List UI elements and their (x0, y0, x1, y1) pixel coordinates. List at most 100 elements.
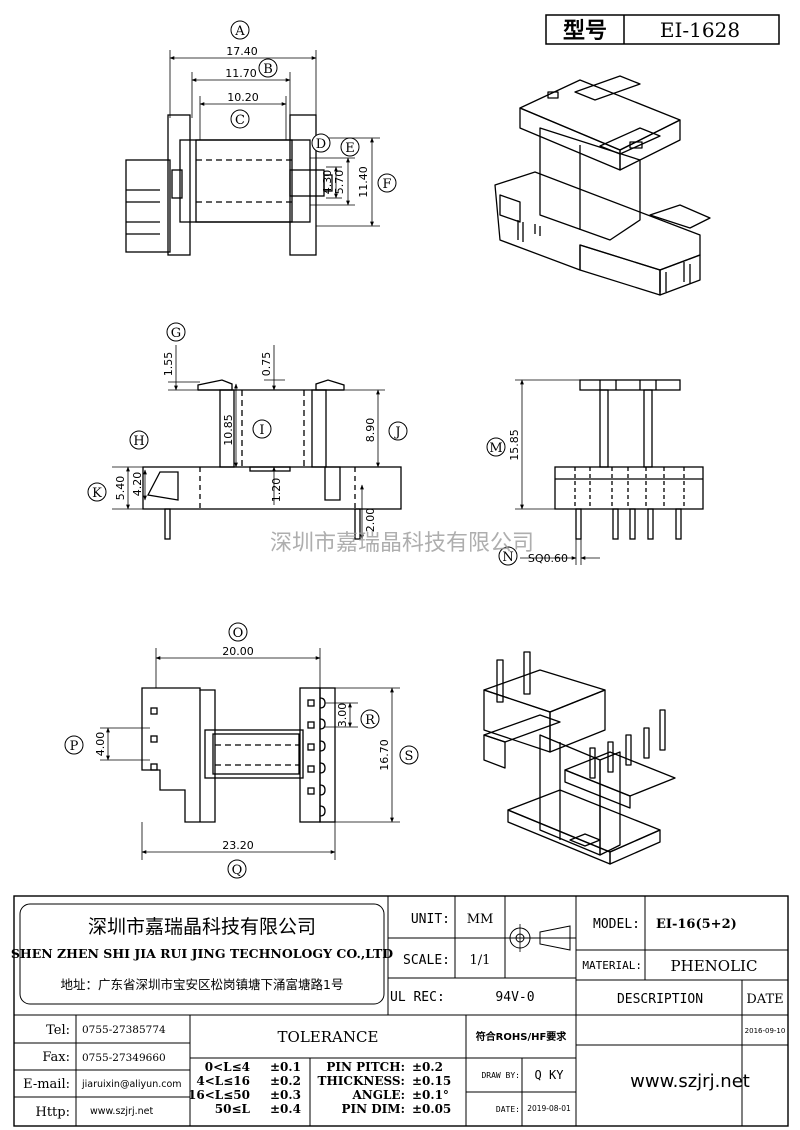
tol-value-1: ±0.1 (270, 1060, 301, 1074)
callout-letter-s: S (405, 749, 414, 764)
dim-b: 11.70 (225, 67, 257, 80)
callout-letter-b: B (263, 62, 273, 77)
callout-circle-d (311, 133, 331, 153)
callout-letter-n: N (502, 550, 513, 565)
callout-circle-r (360, 709, 380, 729)
callout-circle-i (252, 419, 272, 439)
callout-letter-p: P (70, 739, 79, 754)
material-label: MATERIAL: (582, 959, 642, 972)
draw-by-label: DRAW BY: (481, 1071, 520, 1080)
model-label: MODEL: (593, 917, 640, 932)
callout-letter-k: K (92, 486, 102, 501)
callout-letter-d: D (316, 137, 326, 152)
date2-value: 2019-08-01 (527, 1104, 571, 1113)
dim-i: 10.85 (222, 414, 235, 446)
contact-http-label: Http: (36, 1105, 71, 1120)
dim-o: 20.00 (222, 645, 254, 658)
dim-pin-base: 1.20 (270, 478, 283, 503)
company-name-cn: 深圳市嘉瑞晶科技有限公司 (88, 916, 316, 938)
company-address: 地址：广东省深圳市宝安区松岗镇塘下涌富塘路1号 (61, 977, 344, 992)
dim-n: SQ0.60 (528, 552, 568, 565)
tol-spec-4: PIN DIM: (341, 1102, 405, 1116)
dim-e: 5.70 (333, 170, 346, 195)
callout-letter-h: H (133, 434, 144, 449)
dim-k: 5.40 (114, 476, 127, 501)
tol-spec-2: THICKNESS: (318, 1074, 405, 1088)
callout-letter-c: C (235, 113, 245, 128)
callout-letter-r: R (365, 713, 376, 728)
contact-tel-label: Tel: (46, 1023, 70, 1038)
tol-value-3: ±0.3 (270, 1088, 301, 1102)
unit-label: UNIT: (411, 912, 450, 927)
tol-spec-3: ANGLE: (351, 1088, 405, 1102)
callout-circle-g (166, 322, 186, 342)
callout-letter-f: F (382, 177, 391, 192)
side-view (515, 379, 704, 565)
contact-fax-label: Fax: (42, 1050, 70, 1065)
scale-value: 1/1 (470, 953, 491, 968)
callout-circle-m (486, 437, 506, 457)
callout-letter-q: Q (232, 863, 243, 878)
contact-email-label: E-mail: (23, 1077, 70, 1092)
dim-g2: 0.75 (260, 352, 273, 377)
callout-circle-a (230, 20, 250, 40)
tol-range-3: 16<L≤50 (188, 1088, 250, 1102)
contact-email-value: jiaruixin@aliyun.com (81, 1079, 182, 1090)
callout-circle-n (498, 546, 518, 566)
contact-fax-value: 0755-27349660 (82, 1052, 166, 1064)
dim-s: 16.70 (378, 739, 391, 771)
tol-spec-value-3: ±0.1° (412, 1088, 449, 1102)
dim-pin-len: 2.00 (364, 508, 377, 533)
callout-letter-a: A (234, 24, 245, 39)
callout-circle-j (388, 421, 408, 441)
callout-letter-e: E (345, 141, 355, 156)
dim-f: 11.40 (357, 166, 370, 198)
dim-a: 17.40 (226, 45, 258, 58)
top-view (125, 50, 380, 256)
tol-spec-1: PIN PITCH: (326, 1060, 405, 1074)
isometric-view-top (494, 75, 711, 296)
callout-circle-q (227, 859, 247, 879)
date-label: DATE (746, 992, 783, 1007)
tol-range-1: 0<L≤4 (205, 1060, 250, 1074)
callout-circle-b (258, 58, 278, 78)
dim-j: 8.90 (364, 418, 377, 443)
model-header-value: EI-1628 (660, 18, 740, 42)
callout-letter-o: O (233, 626, 244, 641)
dim-h: 4.20 (131, 472, 144, 497)
tol-spec-value-2: ±0.15 (412, 1074, 451, 1088)
scale-label: SCALE: (403, 953, 450, 968)
callout-circle-o (228, 622, 248, 642)
description-label: DESCRIPTION (617, 992, 703, 1007)
callout-letter-j: J (393, 425, 400, 440)
model-value: EI-16(5+2) (656, 917, 737, 932)
ul-rec-label: UL REC: (390, 990, 445, 1005)
website-watermark: www.szjrj.net (630, 1071, 750, 1092)
callout-circle-k (87, 482, 107, 502)
tol-spec-value-4: ±0.05 (412, 1102, 451, 1116)
title-block: 深圳市嘉瑞晶科技有限公司 SHEN ZHEN SHI JIA RUI JING … (11, 895, 789, 1127)
tol-range-2: 4<L≤16 (196, 1074, 250, 1088)
dim-c: 10.20 (227, 91, 259, 104)
dim-q: 23.20 (222, 839, 254, 852)
ul-rec-value: 94V-0 (495, 990, 534, 1005)
tol-value-2: ±0.2 (270, 1074, 301, 1088)
unit-value: MM (467, 912, 494, 927)
callout-circle-h (129, 430, 149, 450)
callout-circle-f (377, 173, 397, 193)
watermark: 深圳市嘉瑞晶科技有限公司 (270, 531, 534, 556)
tolerance-title: TOLERANCE (278, 1028, 379, 1046)
draw-by-value: Q KY (535, 1068, 565, 1082)
bottom-view (100, 648, 400, 860)
dim-p: 4.00 (94, 732, 107, 757)
callout-letter-i: I (259, 423, 264, 438)
dim-m: 15.85 (508, 429, 521, 461)
dim-d: 4.30 (321, 170, 334, 195)
date-value: 2016-09-10 (745, 1027, 786, 1035)
material-value: PHENOLIC (671, 957, 758, 975)
callout-circle-p (64, 735, 84, 755)
callout-letter-m: M (489, 441, 502, 456)
tol-range-4: 50≤L (215, 1102, 251, 1116)
